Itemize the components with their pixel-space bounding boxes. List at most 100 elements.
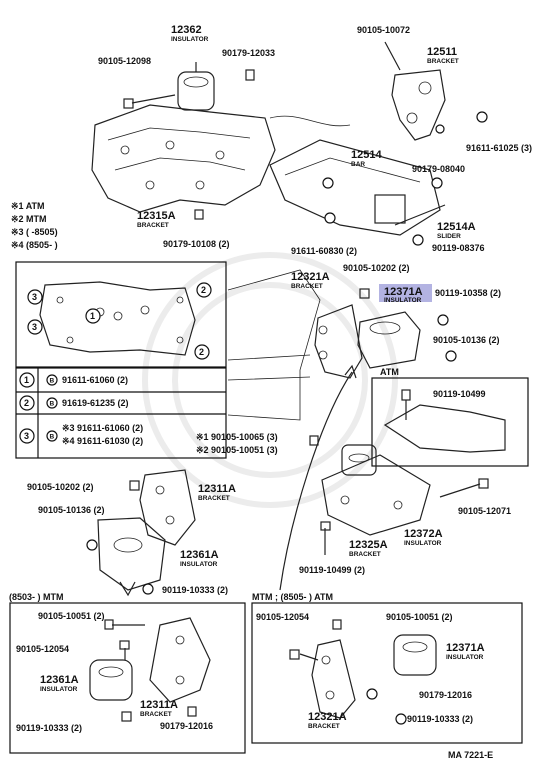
label-90105-10202-top: 90105-10202 (2): [343, 263, 410, 273]
label-90119-08376: 90119-08376: [432, 243, 485, 253]
inset-callout-1: 1: [90, 311, 95, 321]
label-12514: 12514: [351, 149, 382, 161]
label-12311A: 12311A: [198, 483, 236, 495]
label-12361A-sub: INSULATOR: [180, 561, 218, 568]
leader-line: [269, 115, 351, 127]
watermark-seal: [142, 252, 398, 508]
legend-note-2: ※2 MTM: [11, 214, 47, 224]
inset-callout-2b: 2: [199, 347, 204, 357]
bolt-90105-12071: [439, 478, 489, 498]
insulator-12371A: [357, 288, 457, 369]
table-row-3-num: 3: [24, 431, 29, 441]
label-91611-60830: 91611-60830 (2): [291, 246, 357, 256]
label-12311A-sub: BRACKET: [198, 495, 230, 502]
label-b2-12371A-sub: INSULATOR: [446, 654, 484, 661]
bolt-marker-b: [476, 111, 488, 123]
bolt-90119-10499-lower: [320, 521, 331, 555]
label-90179-12033: 90179-12033: [222, 48, 275, 58]
bracket-12511: [384, 41, 488, 141]
label-mtm-left: (8503- ) MTM: [9, 592, 64, 602]
legend-note-4: ※4 (8505- ): [11, 240, 58, 250]
atm-detail-box: [371, 377, 529, 467]
bracket-12321A: [314, 304, 363, 379]
label-12315A-sub: BRACKET: [137, 222, 169, 229]
label-90105-10136-top: 90105-10136 (2): [433, 335, 500, 345]
nut-90179-10108: [194, 209, 204, 220]
label-b2-90105-10051: 90105-10051 (2): [386, 612, 453, 622]
bolt-90105-10065: [309, 435, 319, 446]
label-90179-10108: 90179-10108 (2): [163, 239, 230, 249]
svg-text:B: B: [50, 401, 55, 408]
label-b2-12321A-sub: BRACKET: [308, 723, 340, 730]
label-12325A: 12325A: [349, 539, 388, 551]
table-row-3-part-a: ※3 91611-61060 (2): [62, 423, 143, 433]
atm-detail-box-bottom: [251, 602, 523, 744]
label-90119-10499: 90119-10499: [433, 389, 486, 399]
inset-gasket-view: 3 3 1 2 2: [15, 261, 227, 368]
table-row-1-part: 91611-61060 (2): [62, 375, 128, 385]
label-90105-12098: 90105-12098: [98, 56, 151, 66]
label-90105-10072: 90105-10072: [357, 25, 410, 35]
arrow-head: [344, 364, 357, 379]
label-12511: 12511: [427, 46, 457, 58]
label-b2-90179-12016: 90179-12016: [419, 690, 472, 700]
label-b1-90105-12054: 90105-12054: [16, 644, 69, 654]
label-12514A: 12514A: [437, 221, 476, 233]
footer-code: MA 7221-E: [448, 750, 493, 760]
label-b2-12371A: 12371A: [446, 642, 485, 654]
legend-note-1: ※1 ATM: [11, 201, 45, 211]
nut-90179-12033: [245, 69, 255, 81]
table-row-3-part-b: ※4 91611-61030 (2): [62, 436, 143, 446]
inset-callout-3a: 3: [32, 292, 37, 302]
label-12362-sub: INSULATOR: [171, 36, 209, 43]
engine-block-detail: [227, 354, 311, 381]
label-12321A: 12321A: [291, 271, 330, 283]
label-12362: 12362: [171, 24, 202, 36]
label-90119-10499-lower: 90119-10499 (2): [299, 565, 365, 575]
label-91611-61025: 91611-61025 (3): [466, 143, 532, 153]
table-row-2-part: 91619-61235 (2): [62, 398, 129, 408]
engine-block-outline: [227, 269, 321, 421]
label-90179-08040: 90179-08040: [412, 164, 465, 174]
label-b1-12361A-sub: INSULATOR: [40, 686, 78, 693]
engine-bracket-12315A: [91, 104, 276, 213]
label-12371A: 12371A: [384, 286, 423, 298]
label-atm: ATM: [380, 367, 399, 377]
label-12325A-sub: BRACKET: [349, 551, 381, 558]
label-b1-12361A: 12361A: [40, 674, 79, 686]
label-b2-90105-12054: 90105-12054: [256, 612, 309, 622]
label-12372A: 12372A: [404, 528, 443, 540]
bolt-90105-12098: [123, 94, 176, 109]
label-12371A-sub: INSULATOR: [384, 297, 422, 304]
label-b2-90119-10333: 90119-10333 (2): [407, 714, 473, 724]
insulator-12361A: [86, 517, 166, 597]
label-12514A-sub: SLIDER: [437, 233, 461, 240]
insulator-12362: [177, 62, 215, 111]
bolt-reference-table: 1 B 91611-61060 (2) 2 B 91619-61235 (2) …: [15, 367, 227, 459]
label-12315A: 12315A: [137, 210, 176, 222]
legend: ※1 ATM ※2 MTM ※3 ( -8505) ※4 (8505- ): [11, 201, 58, 250]
bracket-12311A: [129, 469, 196, 546]
label-12361A: 12361A: [180, 549, 219, 561]
label-90119-10333: 90119-10333 (2): [162, 585, 228, 595]
svg-text:B: B: [50, 434, 55, 441]
label-b1-90105-10051: 90105-10051 (2): [38, 611, 105, 621]
label-b2-12321A: 12321A: [308, 711, 347, 723]
label-90105-10051-top: ※2 90105-10051 (3): [196, 445, 278, 455]
label-90105-10202-left: 90105-10202 (2): [27, 482, 94, 492]
connector-arrow: [279, 371, 353, 591]
label-12514-sub: BAR: [351, 161, 365, 168]
legend-note-3: ※3 ( -8505): [11, 227, 58, 237]
label-90105-10065: ※1 90105-10065 (3): [196, 432, 278, 442]
insulator-12372A: [321, 444, 431, 536]
label-mtm-right: MTM ; (8505- ) ATM: [252, 592, 333, 602]
washer-icon: [435, 124, 445, 134]
svg-text:B: B: [50, 378, 55, 385]
label-12321A-sub: BRACKET: [291, 283, 323, 290]
label-90105-10136-left: 90105-10136 (2): [38, 505, 105, 515]
table-row-2-num: 2: [24, 398, 29, 408]
inset-callout-2a: 2: [201, 285, 206, 295]
bar-12514: [269, 139, 441, 236]
highlight-12371A: [379, 284, 432, 302]
